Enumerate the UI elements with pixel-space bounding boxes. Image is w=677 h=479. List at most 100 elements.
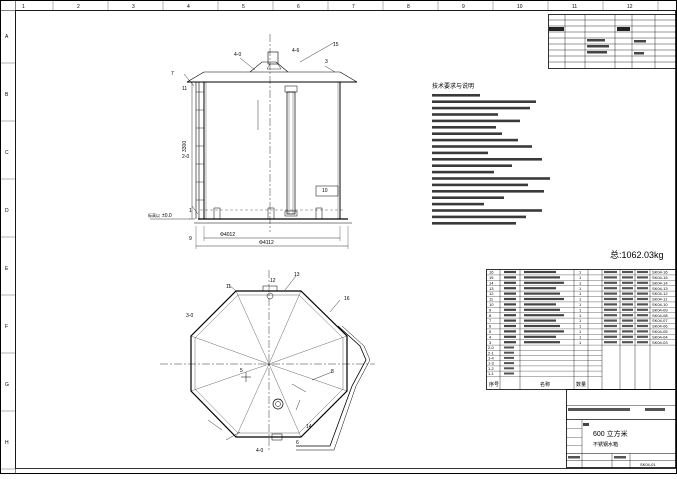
part-name: [524, 308, 560, 311]
part-weight: [622, 308, 633, 311]
part-remark: SK04-12: [652, 291, 668, 296]
note-line: [432, 151, 488, 155]
part-name: [524, 297, 564, 301]
sub-part-number: 2-1: [488, 350, 495, 355]
part-weight: [622, 319, 633, 322]
part-total: [637, 308, 648, 311]
part-qty: 1: [579, 275, 582, 280]
dim-height: 3300: [182, 141, 188, 152]
part-remark: SK04-03: [652, 340, 668, 345]
callout-plan: 14: [306, 424, 312, 430]
callout-plan: 3-0: [186, 313, 193, 319]
callout-plan: 8: [331, 369, 334, 375]
part-remark: SK04-15: [652, 275, 668, 280]
part-material: [604, 341, 617, 344]
part-total: [637, 335, 648, 338]
part-qty: 1: [579, 340, 582, 345]
part-number: 6: [489, 324, 492, 329]
part-code: [504, 335, 516, 338]
part-total: [637, 330, 648, 333]
part-weight: [622, 324, 633, 328]
part-qty: 1: [579, 324, 582, 329]
part-code: [504, 292, 516, 295]
note-line: [432, 100, 536, 103]
part-name: [524, 287, 556, 290]
note-line: [432, 164, 512, 167]
sub-part-code: [504, 356, 514, 359]
part-name: [524, 276, 560, 279]
sub-part-number: 1-1: [488, 371, 495, 376]
part-code: [504, 330, 516, 333]
note-line: [432, 190, 544, 193]
part-name: [524, 281, 564, 284]
part-qty: 1: [579, 313, 582, 318]
callout-elevation: 15: [333, 42, 339, 48]
part-weight: [622, 297, 633, 301]
note-line: [432, 209, 542, 212]
part-material: [604, 319, 617, 322]
part-name: [524, 314, 564, 317]
note-line: [432, 106, 530, 110]
part-qty: 1: [579, 270, 582, 275]
part-name: [524, 341, 560, 344]
note-line: [432, 119, 520, 123]
zone-label-top: 1: [22, 4, 25, 10]
note-line: [432, 94, 480, 97]
zone-label-top: 8: [407, 4, 410, 10]
note-line: [432, 138, 518, 142]
drawing-number: SK04-01: [640, 462, 656, 467]
part-remark: SK04-16: [652, 270, 668, 275]
part-material: [604, 276, 617, 279]
elevation-view: [150, 34, 358, 249]
part-code: [504, 303, 516, 306]
zone-label-top: 10: [517, 4, 523, 10]
zone-label-left: E: [5, 266, 9, 272]
zone-label-left: F: [5, 324, 8, 330]
part-code: [504, 281, 516, 284]
note-line: [432, 145, 532, 148]
callout-elevation: 10: [322, 188, 328, 194]
zone-label-top: 7: [352, 4, 355, 10]
part-total: [637, 297, 648, 301]
part-material: [604, 335, 617, 338]
sub-part-code: [504, 362, 514, 365]
part-number: 8: [489, 313, 492, 318]
part-qty: 1: [579, 297, 582, 302]
note-line: [432, 202, 484, 206]
part-material: [604, 292, 617, 295]
part-total: [637, 314, 648, 317]
callout-plan: 16: [344, 296, 350, 302]
weight-label: 总:1062.03kg: [610, 249, 664, 260]
part-qty: 1: [579, 291, 582, 296]
sub-part-code: [504, 346, 514, 349]
part-remark: SK04-11: [652, 297, 668, 302]
part-name: [524, 303, 556, 306]
callout-elevation: 11: [182, 86, 187, 92]
part-total: [637, 287, 648, 290]
callout-plan: 11: [226, 284, 231, 290]
part-weight: [622, 292, 633, 295]
part-material: [604, 324, 617, 328]
callout-plan: 12: [270, 278, 276, 284]
elevation-label: ±0.0: [162, 213, 172, 219]
note-line: [432, 222, 516, 225]
part-qty: 1: [579, 280, 582, 285]
part-number: 9: [489, 307, 492, 312]
part-weight: [622, 281, 633, 284]
zone-label-top: 3: [132, 4, 135, 10]
part-remark: SK04-04: [652, 334, 668, 339]
zone-label-left: H: [5, 440, 9, 446]
parts-header-no: 序号: [489, 381, 499, 388]
title-main: 600 立方米: [593, 429, 628, 438]
zone-label-top: 4: [187, 4, 190, 10]
part-name: [524, 330, 564, 333]
part-code: [504, 270, 516, 274]
part-total: [637, 319, 648, 322]
zone-label-left: B: [5, 92, 9, 98]
